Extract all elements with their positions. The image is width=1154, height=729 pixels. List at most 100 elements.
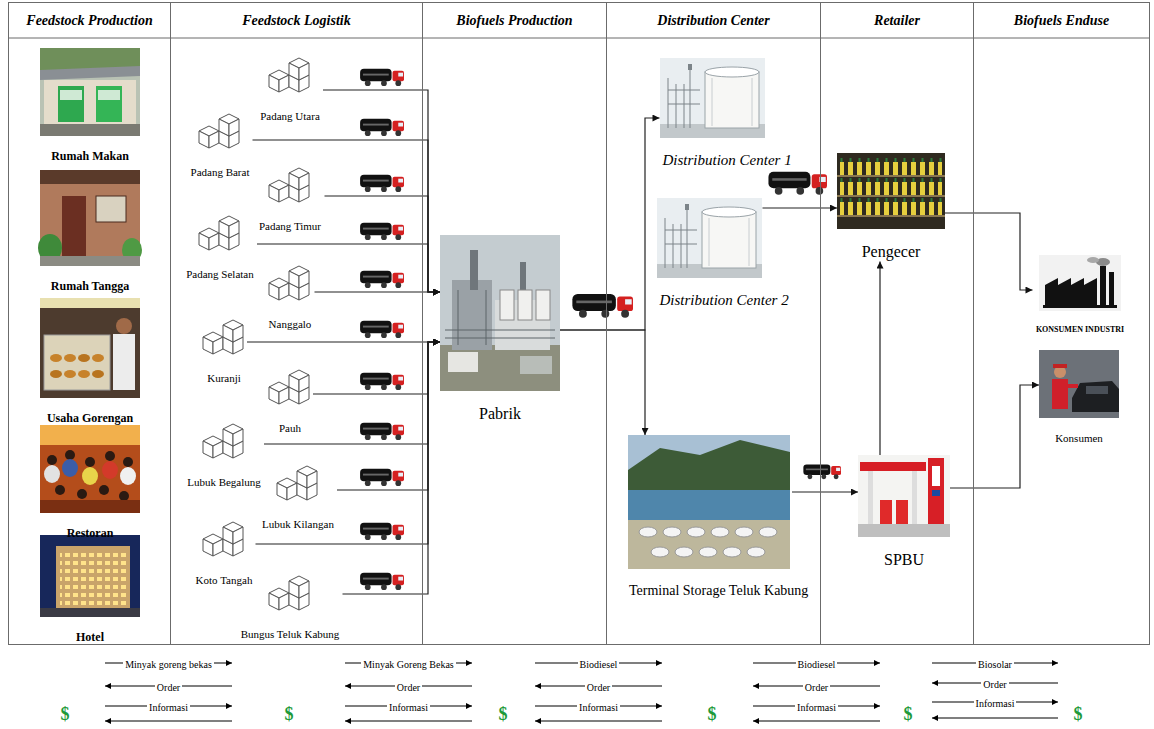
- storage-tank-photo: [660, 58, 765, 138]
- district-icon: [277, 466, 317, 500]
- photo: [85, 457, 95, 467]
- currency-symbol: $: [902, 705, 915, 725]
- photo: [120, 467, 136, 485]
- flow-arrow: [105, 663, 1058, 721]
- truck-icon: [803, 464, 841, 479]
- industry-icon: [1043, 305, 1117, 308]
- district-node: Nanggalo: [266, 258, 315, 331]
- consumer-photo: [1066, 384, 1078, 388]
- industry-icon: [1109, 272, 1114, 305]
- district-node: Padang Utara: [257, 50, 323, 123]
- flow-connector: [264, 342, 440, 444]
- truck-icon: [360, 119, 404, 136]
- district-icon: [269, 266, 309, 300]
- truck-icon: [360, 423, 404, 440]
- truck-icon: [768, 172, 827, 195]
- factory-photo: [445, 290, 555, 345]
- photo: [77, 489, 87, 499]
- terminal-photo: [699, 547, 717, 557]
- photo: [58, 86, 84, 122]
- fuel-station-photo: [932, 490, 940, 496]
- node-caption: Terminal Storage Teluk Kabung: [629, 573, 789, 599]
- factory-photo: [518, 290, 532, 320]
- label-slot: Biodiesel: [578, 654, 620, 672]
- source-photo: Hotel: [40, 535, 140, 645]
- district-node: Padang Barat: [188, 106, 253, 179]
- terminal-photo: [628, 435, 790, 569]
- factory-photo: [440, 235, 560, 391]
- photo: [50, 370, 62, 378]
- photo: [60, 550, 126, 606]
- flow-label: Informasi: [795, 702, 838, 713]
- fuel-station-photo: [858, 524, 950, 537]
- district-node: Lubuk Begalung: [184, 416, 264, 489]
- district-icon: [199, 216, 239, 250]
- node-caption: Pengecer: [862, 233, 921, 261]
- terminal-photo: [628, 435, 790, 569]
- flow-label: Biodiesel: [578, 659, 620, 670]
- photo: [64, 370, 76, 378]
- column-band: Feedstock ProductionRumah MakanRumah Tan…: [8, 2, 170, 645]
- flow-connector: [945, 213, 1033, 290]
- flow-connector: [337, 342, 440, 490]
- storage-tank-photo: [657, 198, 762, 278]
- column-header: Feedstock Production: [9, 3, 170, 29]
- truck-icon: [360, 69, 841, 590]
- node-caption: Lubuk Begalung: [187, 466, 261, 489]
- column-band: Biofuels ProductionPabrik: [422, 2, 606, 645]
- truck-icon: [360, 69, 404, 86]
- factory-photo: [536, 290, 550, 320]
- flow-arrow: [105, 720, 232, 721]
- truck-icon: [360, 469, 404, 486]
- flow-connector: [950, 385, 1039, 488]
- node-caption: Usaha Gorengan: [47, 402, 133, 426]
- district-node: Padang Selatan: [183, 208, 257, 281]
- photo: [40, 425, 140, 513]
- label-slot: $: [497, 705, 510, 725]
- photo: [38, 170, 142, 266]
- photo: [40, 535, 140, 617]
- node-caption: Restoran: [67, 517, 114, 541]
- photo: [119, 491, 129, 501]
- flow-label: Informasi: [387, 702, 430, 713]
- node-caption: SPBU: [884, 541, 924, 569]
- node-caption: Nanggalo: [269, 308, 312, 331]
- label-slot: Biosolar: [976, 654, 1014, 672]
- flow-arrow: [345, 720, 472, 721]
- currency-symbol: $: [1072, 705, 1085, 725]
- label-slot: Order: [395, 677, 422, 695]
- photo: [55, 485, 65, 495]
- fuel-station-photo: [912, 471, 917, 524]
- column-header: Feedstock Logistik: [171, 3, 422, 29]
- label-slot: Informasi: [974, 693, 1017, 711]
- retailer-photo: [840, 157, 942, 175]
- industry-icon: [1100, 266, 1106, 305]
- truck-icon: [572, 294, 633, 318]
- label-slot: $: [706, 705, 719, 725]
- photo: [78, 370, 90, 378]
- node-caption: Koto Tangah: [196, 564, 253, 587]
- label-slot: $: [59, 705, 72, 725]
- photo: [40, 298, 140, 308]
- column-header: Distribution Center: [607, 3, 820, 29]
- industry-icon: [1087, 257, 1099, 263]
- consumer-photo: [1052, 379, 1068, 409]
- currency-symbol: $: [283, 705, 296, 725]
- terminal-photo: [628, 490, 790, 520]
- fuel-station-photo: [896, 500, 908, 524]
- district-icon: [203, 522, 243, 556]
- photo: [40, 425, 140, 513]
- label-slot: Order: [155, 677, 182, 695]
- node-caption: Padang Selatan: [186, 258, 254, 281]
- photo: [96, 86, 122, 122]
- label-slot: Order: [803, 677, 830, 695]
- flow-arrow: [932, 717, 1058, 718]
- retailer-photo: [837, 153, 945, 229]
- photo: [102, 461, 118, 479]
- label-slot: Biodiesel: [796, 654, 838, 672]
- factory-photo: [520, 356, 552, 374]
- district-icon: [269, 168, 309, 202]
- photo: [40, 66, 140, 80]
- node-caption: Distribution Center 2: [660, 282, 760, 309]
